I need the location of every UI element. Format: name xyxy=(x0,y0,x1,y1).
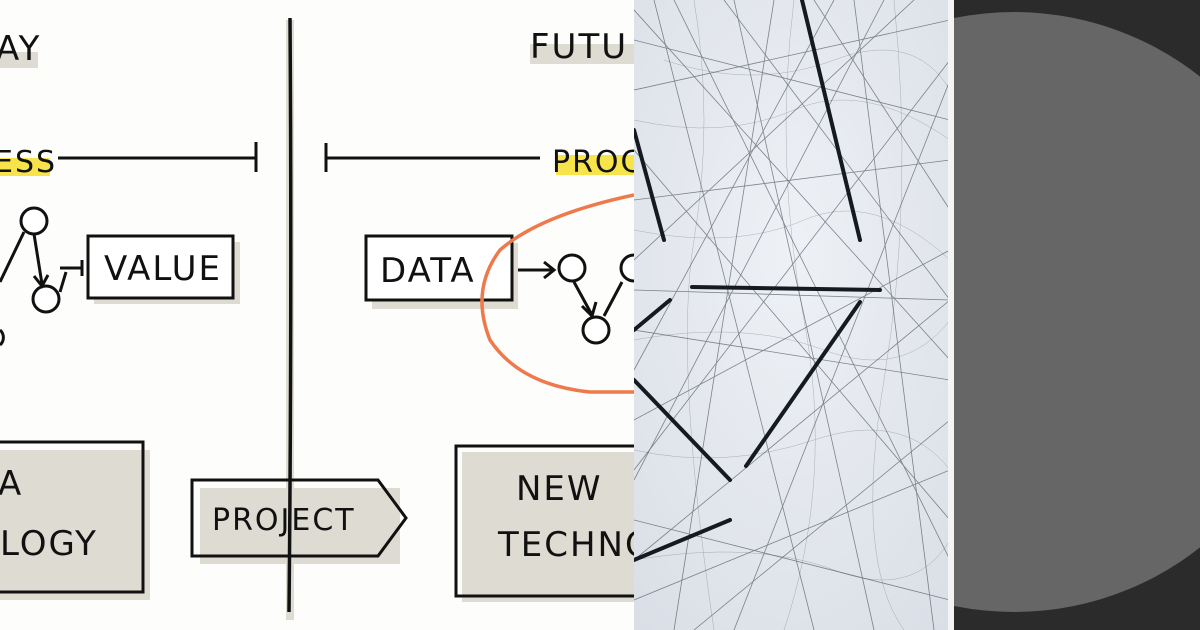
edge-d-e xyxy=(572,281,598,319)
process-label-right: PROC xyxy=(552,145,634,180)
project-arrow xyxy=(190,478,408,558)
orange-circle xyxy=(480,193,634,394)
heading-shadow-right xyxy=(530,44,634,64)
node-a xyxy=(19,206,49,236)
web-strings xyxy=(634,0,950,630)
thin-strings xyxy=(634,0,950,630)
edge-b-value xyxy=(58,260,84,293)
value-box xyxy=(86,234,235,300)
grey-circle xyxy=(954,12,1200,612)
right-box-shadow xyxy=(462,452,634,602)
edge-e-f xyxy=(602,281,624,317)
data-box-label: DATA xyxy=(380,251,476,291)
heading-left: AY xyxy=(0,29,41,69)
process-label-left: ESS xyxy=(0,145,57,180)
value-box-label: VALUE xyxy=(104,249,222,289)
right-box-line1: NEW xyxy=(516,469,603,509)
process-highlight-left xyxy=(0,158,50,176)
grey-circle-canvas xyxy=(954,0,1200,630)
center-divider xyxy=(287,17,293,613)
right-technology-box xyxy=(454,444,634,598)
thick-strings xyxy=(634,0,882,562)
left-box-shadow xyxy=(0,450,150,600)
right-box-line2: TECHNO xyxy=(497,525,634,565)
data-arrow xyxy=(518,260,557,280)
heading-right: FUTU xyxy=(530,27,628,67)
edge-a-left xyxy=(0,231,26,283)
sketch-canvas: VALUE DATA PROJECT A LOGY NEW TECHNO AY … xyxy=(0,17,634,620)
node-e xyxy=(581,315,611,345)
edge-a-b xyxy=(32,233,50,289)
project-shadow xyxy=(200,488,400,564)
node-b xyxy=(31,284,61,314)
project-arrow-label: PROJECT xyxy=(212,503,356,538)
panel-divider xyxy=(948,0,954,630)
sketch-panel: VALUE DATA PROJECT A LOGY NEW TECHNO AY … xyxy=(0,17,634,620)
node-d xyxy=(557,253,587,283)
process-highlight-right xyxy=(556,155,634,175)
string-network-image xyxy=(634,0,950,630)
left-box-line2: LOGY xyxy=(0,524,98,564)
network-photo xyxy=(634,0,950,630)
left-technology-box xyxy=(0,440,145,594)
node-f xyxy=(619,253,634,283)
left-box-line1: A xyxy=(0,464,23,504)
node-c-partial xyxy=(0,328,5,347)
heading-shadow-left xyxy=(0,52,38,68)
dark-panel xyxy=(954,0,1200,630)
